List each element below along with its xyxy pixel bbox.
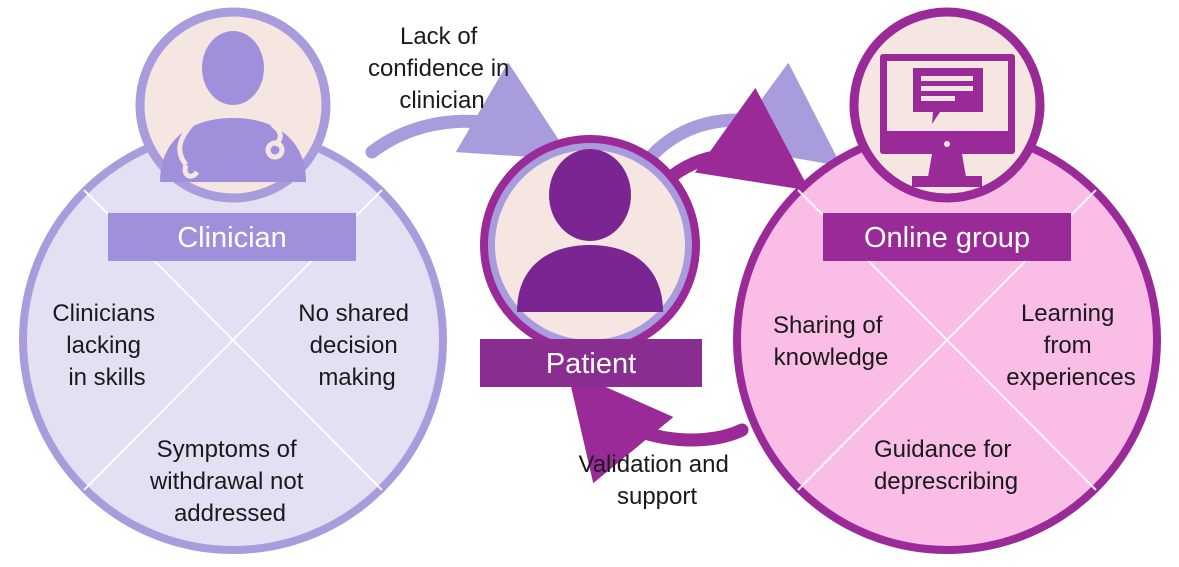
online-right-line-3: experiences [1006, 364, 1135, 391]
clinician-right-line-3: making [318, 364, 395, 391]
doctor-icon [160, 31, 306, 182]
clinician-left-line-3: in skills [68, 364, 145, 391]
clinician-right-line-1: No shared [298, 300, 409, 327]
arrow-patient-to-online-dark [658, 87, 810, 191]
online-left-line-2: knowledge [774, 344, 889, 371]
clinician-tag [108, 213, 356, 261]
arrow-top-line-2: confidence in [368, 55, 509, 82]
online-tag-label: Online group [864, 222, 1030, 254]
clinician-bottom-line-2: withdrawal not [149, 468, 304, 495]
arrow-label-top: Lack of confidence in clinician [368, 23, 516, 114]
clinician-left-line-2: lacking [66, 332, 141, 359]
online-bottom-line-1: Guidance for [874, 436, 1011, 463]
clinician-quadrant-bottom: Symptoms of withdrawal not addressed [149, 436, 310, 527]
online-quadrant-left: Sharing of knowledge [773, 312, 889, 371]
monitor-chat-icon [880, 54, 1015, 187]
arrow-top-line-3: clinician [399, 87, 484, 114]
online-bottom-line-2: deprescribing [874, 468, 1018, 495]
clinician-right-line-2: decision [310, 332, 398, 359]
arrow-clinician-to-patient [365, 62, 572, 160]
online-left-line-1: Sharing of [773, 312, 883, 339]
clinician-left-line-1: Clinicians [52, 300, 155, 327]
arrow-label-bottom: Validation and support [578, 451, 735, 510]
online-quadrant-right: Learning from experiences [1006, 300, 1135, 391]
clinician-quadrant-left: Clinicians lacking in skills [52, 300, 161, 391]
online-right-line-1: Learning [1021, 300, 1114, 327]
online-right-line-2: from [1044, 332, 1092, 359]
online-quadrant-bottom: Guidance for deprescribing [874, 436, 1018, 495]
arrow-bottom-line-1: Validation and [578, 451, 728, 478]
patient-tag [480, 339, 702, 387]
clinician-quadrant-right: No shared decision making [298, 300, 415, 391]
patient-tag-label: Patient [546, 348, 636, 380]
arrow-top-line-1: Lack of [400, 23, 478, 50]
online-tag [823, 213, 1071, 261]
person-icon [517, 149, 663, 312]
arrow-online-to-patient [567, 369, 749, 484]
clinician-tag-label: Clinician [177, 222, 287, 254]
clinician-group: Clinicians lacking in skills No shared d… [19, 7, 447, 554]
online-group: Sharing of knowledge Learning from exper… [733, 7, 1161, 554]
arrow-bottom-line-2: support [617, 483, 697, 510]
clinician-bottom-line-1: Symptoms of [157, 436, 297, 463]
patient-group: Patient [480, 135, 702, 387]
clinician-bottom-line-3: addressed [174, 500, 286, 527]
